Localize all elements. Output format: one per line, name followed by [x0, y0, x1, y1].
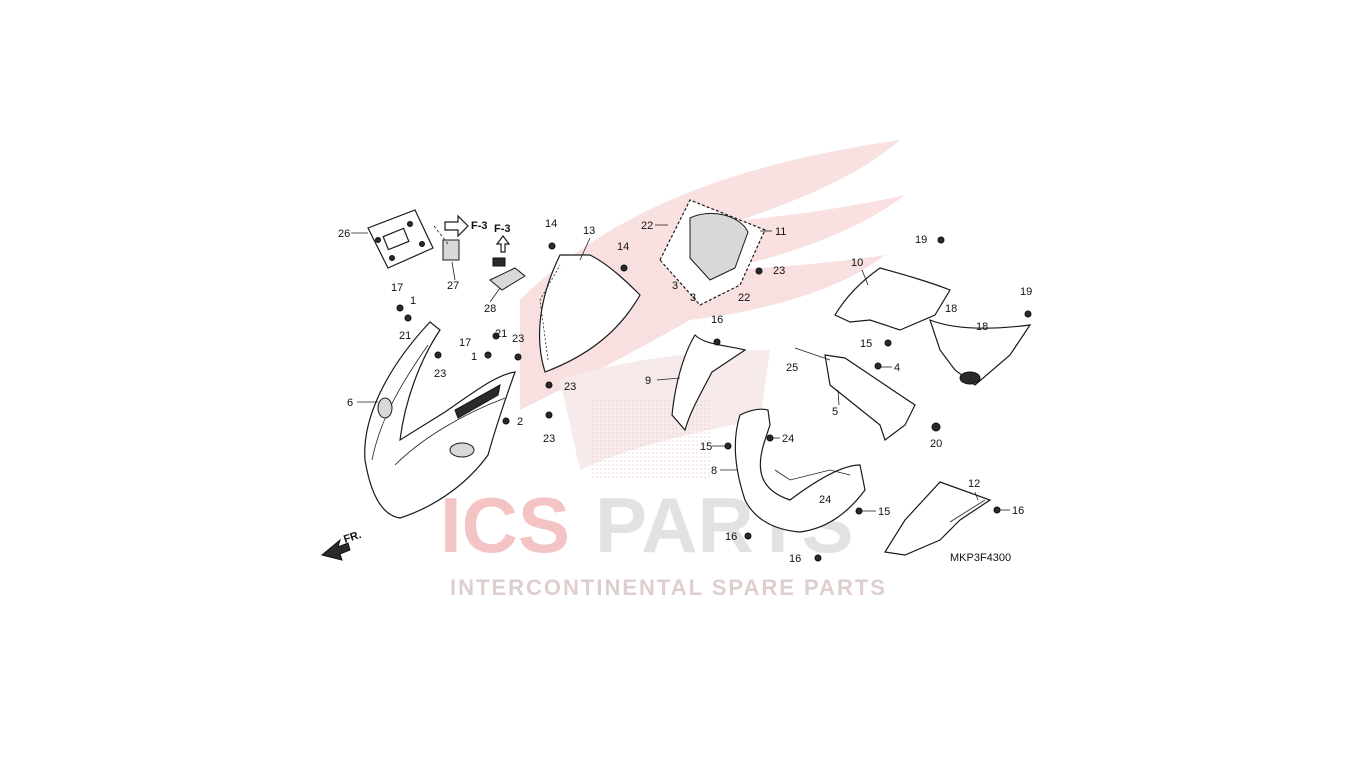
part-27-bracket — [433, 225, 460, 261]
callout-23: 23 — [512, 333, 524, 345]
callout-8: 8 — [711, 465, 717, 477]
callout-17: 17 — [459, 337, 471, 349]
part-11-garnish — [659, 199, 766, 306]
part-5-stay — [794, 347, 916, 441]
callout-19: 19 — [915, 234, 927, 246]
callout-14: 14 — [545, 218, 557, 230]
callout-19: 19 — [1020, 286, 1032, 298]
callout-22: 22 — [641, 220, 653, 232]
front-direction-label: FR. — [342, 529, 363, 546]
callout-26: 26 — [338, 228, 350, 240]
part-12-lower-panel — [884, 481, 992, 556]
callout-28: 28 — [484, 303, 496, 315]
callout-14: 14 — [617, 241, 629, 253]
callout-16: 16 — [1012, 505, 1024, 517]
callout-21: 21 — [495, 328, 507, 340]
callout-15: 15 — [878, 506, 890, 518]
callout-27: 27 — [447, 280, 459, 292]
callout-6: 6 — [347, 397, 353, 409]
part-26-license-plate — [367, 209, 434, 269]
callout-23: 23 — [773, 265, 785, 277]
part-9-side-garnish — [671, 334, 747, 432]
part-28-bracket — [489, 257, 526, 291]
ref-label-f3-b: F-3 — [494, 223, 511, 235]
front-direction-arrow: FR. — [320, 529, 363, 561]
callout-17: 17 — [391, 282, 403, 294]
callout-9: 9 — [645, 375, 651, 387]
callout-15: 15 — [860, 338, 872, 350]
ref-label-f3-a: F-3 — [471, 220, 488, 232]
callout-22: 22 — [738, 292, 750, 304]
callout-15: 15 — [700, 441, 712, 453]
callout-10: 10 — [851, 257, 863, 269]
callout-4: 4 — [894, 362, 900, 374]
ref-arrow-right — [444, 214, 469, 238]
callout-numbers: 1 1 2 3 3 4 5 6 8 9 10 11 12 13 14 14 15… — [338, 218, 1032, 565]
callout-18: 18 — [976, 321, 988, 333]
callout-24: 24 — [819, 494, 831, 506]
callout-1: 1 — [471, 351, 477, 363]
callout-3: 3 — [690, 292, 696, 304]
callout-16: 16 — [789, 553, 801, 565]
leader-lines — [351, 224, 1010, 512]
ref-arrow-up — [495, 235, 511, 253]
callout-23: 23 — [434, 368, 446, 380]
diagram-code: MKP3F4300 — [950, 552, 1011, 564]
callout-3: 3 — [672, 280, 678, 292]
part-6-upper-cowl — [364, 321, 516, 519]
callout-12: 12 — [968, 478, 980, 490]
callout-20: 20 — [930, 438, 942, 450]
callout-24: 24 — [782, 433, 794, 445]
callout-25: 25 — [786, 362, 798, 374]
part-13-windscreen — [538, 254, 641, 373]
callout-13: 13 — [583, 225, 595, 237]
callout-11: 11 — [775, 226, 786, 238]
callout-2: 2 — [517, 416, 523, 428]
callout-16: 16 — [725, 531, 737, 543]
callout-16: 16 — [711, 314, 723, 326]
callout-18: 18 — [945, 303, 957, 315]
part-10-inner-cover — [834, 267, 1032, 386]
watermark-tagline: INTERCONTINENTAL SPARE PARTS — [450, 575, 887, 600]
callout-1: 1 — [410, 295, 416, 307]
watermark-brand-accent: ICS — [440, 481, 570, 569]
fasteners — [396, 236, 1032, 562]
callout-21: 21 — [399, 330, 411, 342]
callout-23: 23 — [543, 433, 555, 445]
callout-23: 23 — [564, 381, 576, 393]
callout-5: 5 — [832, 406, 838, 418]
part-8-under-cowl — [734, 408, 866, 533]
